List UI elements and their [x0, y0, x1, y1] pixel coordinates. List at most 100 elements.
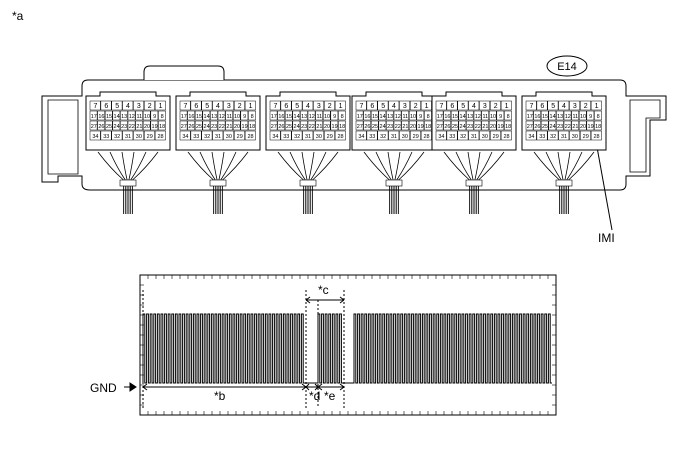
- pin-number: 10: [324, 114, 330, 120]
- pin-cell: [144, 100, 155, 111]
- pin-number: 6: [540, 103, 544, 110]
- pin-number: 22: [475, 124, 481, 130]
- pin-number: 22: [309, 124, 315, 130]
- pin-cell: [334, 100, 346, 111]
- wire-bundle: [277, 151, 339, 214]
- pin-cell: [410, 130, 421, 141]
- pin-cell: [240, 110, 249, 121]
- pin-number: 28: [158, 134, 164, 140]
- pin-cell: [536, 100, 548, 111]
- pin-cell: [488, 120, 497, 131]
- pin-cell: [569, 130, 581, 141]
- pin-cell: [291, 100, 303, 111]
- pin-cell: [366, 130, 378, 141]
- pin-number: 33: [539, 134, 545, 140]
- pin-number: 7: [439, 103, 443, 110]
- dim-d-arrow: [305, 383, 319, 391]
- pin-number: 16: [98, 114, 104, 120]
- pin-cell: [302, 130, 314, 141]
- pin-cell: [500, 130, 512, 141]
- pin-cell: [89, 100, 101, 111]
- pin-cell: [212, 100, 224, 111]
- pin-cell: [488, 110, 497, 121]
- pin-number: 34: [438, 134, 444, 140]
- pin-cell: [212, 130, 224, 141]
- pin-number: 23: [211, 124, 217, 130]
- pin-number: 28: [594, 134, 600, 140]
- pin-cell: [386, 110, 394, 121]
- pin-cell: [571, 120, 579, 131]
- pin-cell: [458, 110, 467, 121]
- pin-number: 5: [551, 103, 555, 110]
- pin-number: 19: [418, 124, 424, 130]
- pin-number: 26: [364, 124, 370, 130]
- pin-cell: [280, 130, 292, 141]
- pin-cell: [446, 100, 458, 111]
- pin-number: 3: [227, 103, 231, 110]
- imi-label: IMI: [598, 231, 615, 245]
- callout-b: *b: [214, 389, 226, 403]
- pin-number: 24: [380, 124, 386, 130]
- pin-number: 34: [182, 134, 188, 140]
- pin-number: 15: [542, 114, 548, 120]
- pin-cell: [525, 110, 534, 121]
- pin-cell: [324, 100, 335, 111]
- pin-cell: [127, 120, 136, 131]
- pin-number: 26: [534, 124, 540, 130]
- pin-number: 18: [159, 124, 165, 130]
- pin-cell: [408, 110, 417, 121]
- pin-cell: [563, 110, 572, 121]
- pin-number: 5: [205, 103, 209, 110]
- pin-number: 16: [534, 114, 540, 120]
- pin-cell: [187, 110, 195, 121]
- pin-number: 33: [449, 134, 455, 140]
- pin-cell: [571, 110, 579, 121]
- pin-cell: [244, 130, 256, 141]
- pin-number: 13: [387, 114, 393, 120]
- pin-number: 6: [450, 103, 454, 110]
- pin-cell: [468, 130, 480, 141]
- pin-number: 16: [444, 114, 450, 120]
- pin-number: 29: [147, 134, 153, 140]
- pin-number: 16: [188, 114, 194, 120]
- pin-number: 31: [305, 134, 311, 140]
- pin-number: 27: [271, 124, 277, 130]
- pin-cell: [377, 130, 389, 141]
- pin-number: 2: [148, 103, 152, 110]
- pin-cell: [89, 120, 98, 131]
- pin-cell: [334, 130, 346, 141]
- pin-number: 3: [403, 103, 407, 110]
- pin-number: 15: [372, 114, 378, 120]
- pin-number: 12: [565, 114, 571, 120]
- pin-cell: [355, 100, 367, 111]
- pin-cell: [201, 100, 213, 111]
- pin-number: 18: [505, 124, 511, 130]
- pin-cell: [223, 130, 235, 141]
- pin-cell: [388, 130, 400, 141]
- dim-e-arrow: [317, 383, 345, 391]
- pin-cell: [435, 100, 447, 111]
- dim-b-arrow: [142, 383, 307, 391]
- pin-number: 18: [339, 124, 345, 130]
- pin-number: 11: [483, 114, 489, 120]
- pin-number: 28: [338, 134, 344, 140]
- pin-number: 15: [196, 114, 202, 120]
- pin-cell: [435, 110, 444, 121]
- pin-number: 25: [452, 124, 458, 130]
- pin-cell: [457, 130, 469, 141]
- pin-cell: [269, 110, 278, 121]
- pin-number: 9: [499, 114, 502, 120]
- pin-cell: [120, 110, 128, 121]
- wire-bundle: [363, 151, 425, 214]
- wire-clamp: [465, 179, 483, 187]
- pin-cell: [504, 120, 512, 131]
- pin-cell: [540, 110, 549, 121]
- pin-number: 1: [505, 103, 509, 110]
- pin-number: 18: [595, 124, 601, 130]
- connector-housing-inner: [47, 99, 79, 175]
- pin-cell: [590, 130, 602, 141]
- pin-cell: [194, 120, 203, 131]
- pin-cell: [190, 130, 202, 141]
